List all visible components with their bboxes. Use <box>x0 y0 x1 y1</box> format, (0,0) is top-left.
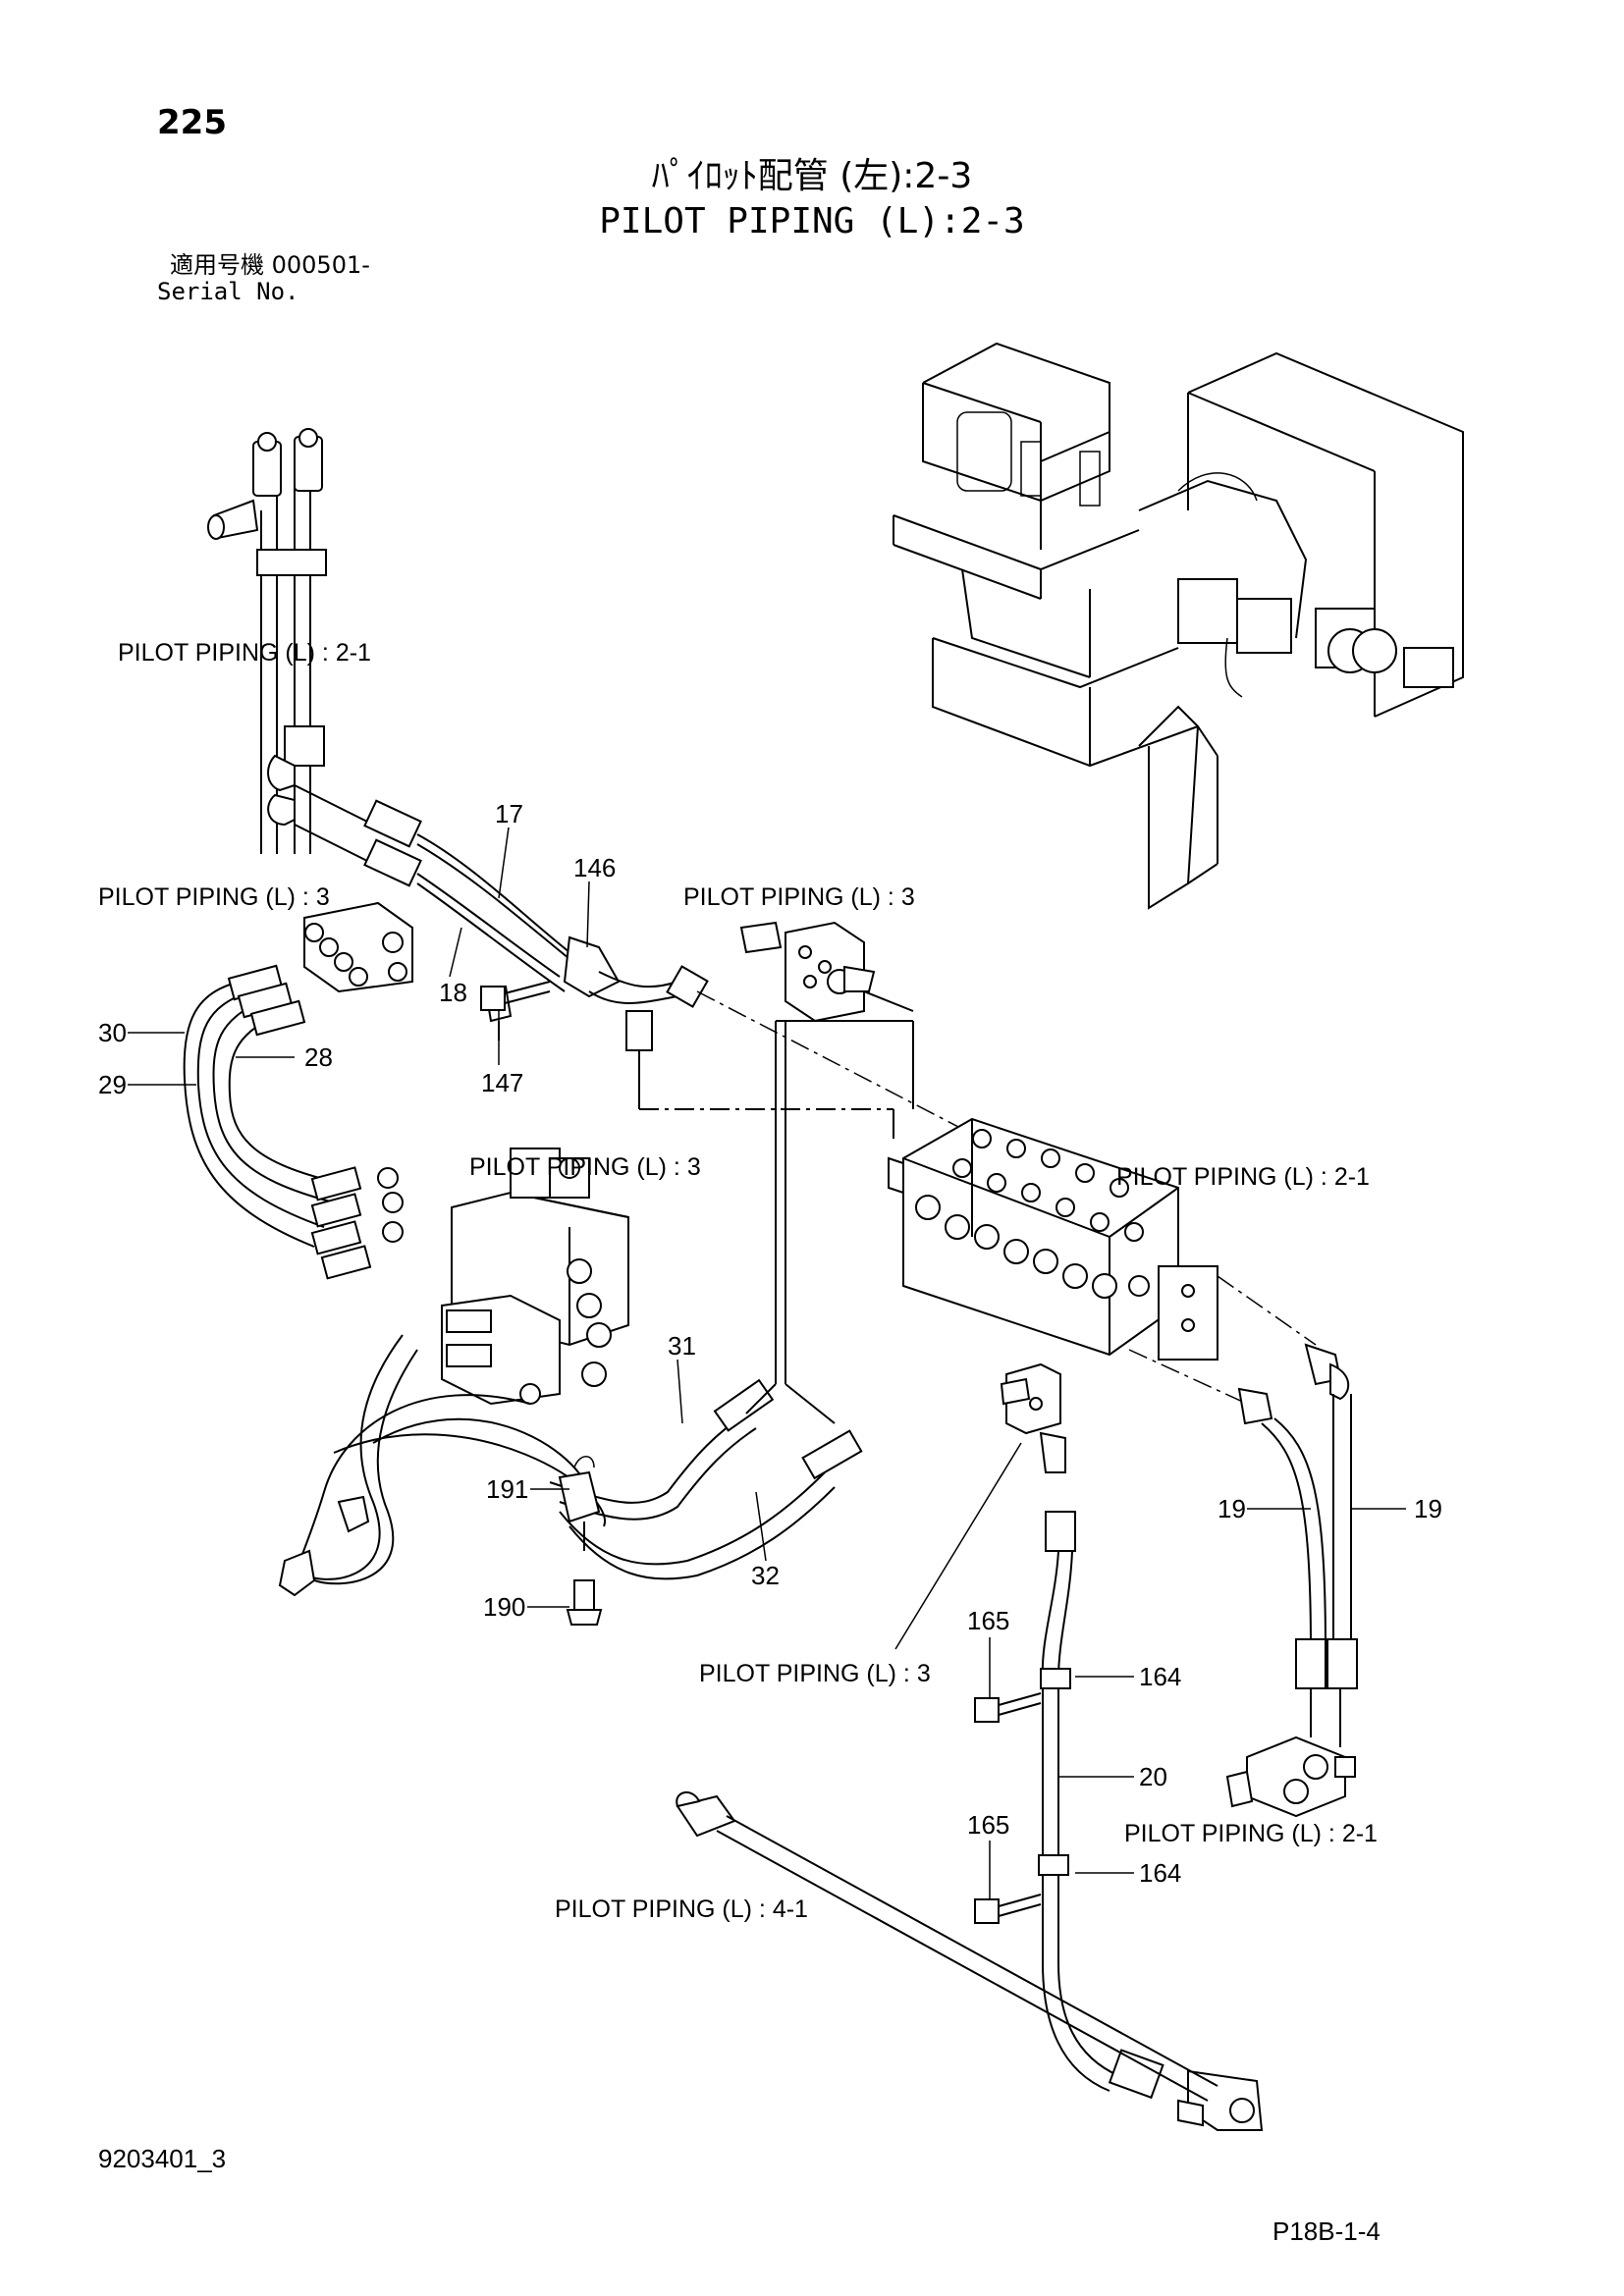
callout-146: 146 <box>573 853 616 882</box>
title-english: PILOT PIPING (L):2-3 <box>599 201 1025 241</box>
ref-pilot-piping-2-1-left: PILOT PIPING (L) : 2-1 <box>118 639 371 667</box>
callout-165-upper: 165 <box>967 1606 1009 1635</box>
callout-17: 17 <box>495 799 523 828</box>
callout-20: 20 <box>1139 1762 1167 1791</box>
pipe-4-1 <box>676 1791 1218 2102</box>
hose-19 <box>1225 1343 1358 1818</box>
callout-28: 28 <box>304 1042 333 1072</box>
bolt-147-head <box>480 986 506 1011</box>
callout-18: 18 <box>439 978 467 1007</box>
pipe-20-assembly <box>1000 1362 1264 2131</box>
document-code: 9203401_3 <box>98 2144 227 2173</box>
figure-code: P18B-1-4 <box>1272 2216 1380 2246</box>
ref-pilot-piping-3-left: PILOT PIPING (L) : 3 <box>98 883 330 911</box>
bolt-165-upper-head <box>974 1697 1000 1723</box>
ref-pilot-piping-3-lower: PILOT PIPING (L) : 3 <box>699 1660 931 1687</box>
hose-28-29-30 <box>183 964 404 1280</box>
hose-31-32-clamp <box>278 1020 914 1626</box>
callout-190: 190 <box>483 1592 525 1622</box>
callout-165-lower: 165 <box>967 1810 1009 1840</box>
callout-19-left: 19 <box>1218 1494 1246 1523</box>
serial-label-japanese: 適用号機 000501- <box>170 251 370 279</box>
bolts <box>480 981 1042 1924</box>
valve-block-upper-left <box>303 901 413 993</box>
title-japanese: ﾊﾟｲﾛｯﾄ配管 (左):2-3 <box>651 156 973 196</box>
callout-191: 191 <box>486 1474 528 1504</box>
ref-pilot-piping-3-middle: PILOT PIPING (L) : 3 <box>469 1153 701 1181</box>
callout-32: 32 <box>751 1561 780 1590</box>
ref-pilot-piping-2-1-lower: PILOT PIPING (L) : 2-1 <box>1124 1820 1378 1847</box>
callout-30: 30 <box>98 1018 127 1047</box>
ref-pilot-piping-3-center: PILOT PIPING (L) : 3 <box>683 883 915 911</box>
left-pipe-bundle <box>207 428 327 854</box>
hose-17-18 <box>294 784 963 1139</box>
valve-bank-middle-left <box>441 1148 629 1406</box>
callout-31: 31 <box>668 1331 696 1361</box>
valve-center-upper <box>739 921 914 1023</box>
ref-pilot-piping-2-1-right: PILOT PIPING (L) : 2-1 <box>1116 1163 1370 1191</box>
callout-leader-lines <box>128 827 1406 1899</box>
bolt-165-lower-head <box>974 1898 1000 1924</box>
page-number: 225 <box>157 103 227 142</box>
callout-29: 29 <box>98 1070 127 1099</box>
callout-164-lower: 164 <box>1139 1858 1181 1888</box>
serial-label-english: Serial No. <box>157 278 299 305</box>
callout-19-right: 19 <box>1414 1494 1442 1523</box>
ref-pilot-piping-4-1: PILOT PIPING (L) : 4-1 <box>555 1896 808 1923</box>
control-valve-main <box>888 1117 1317 1405</box>
machine-structure-illustration <box>893 342 1464 910</box>
callout-147: 147 <box>481 1068 523 1097</box>
callout-164-upper: 164 <box>1139 1662 1181 1691</box>
